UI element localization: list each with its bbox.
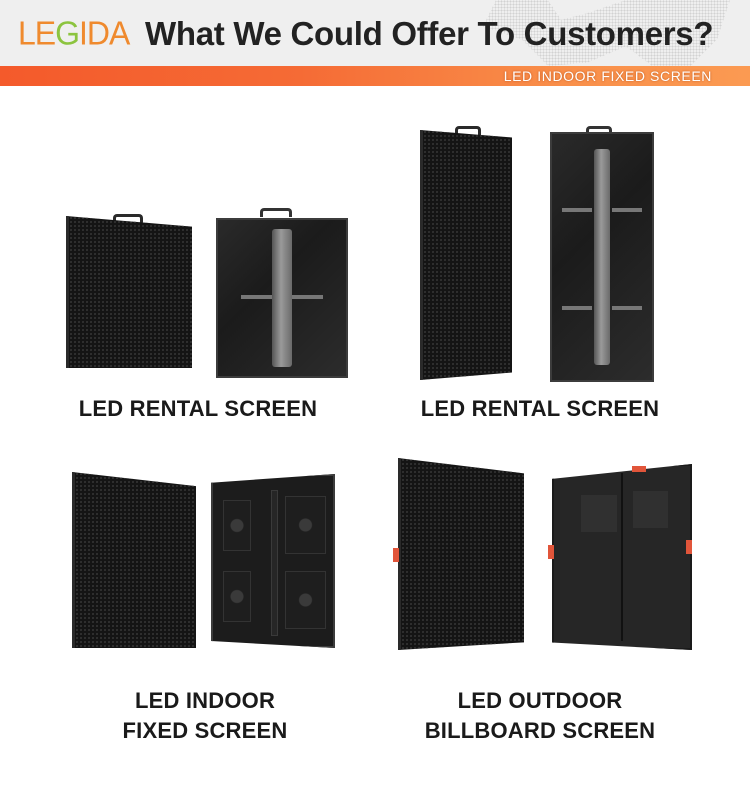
outdoor-billboard-front-image — [398, 458, 524, 650]
carry-handle-icon — [260, 208, 292, 217]
indoor-fixed-back-image — [211, 474, 335, 648]
latch-icon — [686, 540, 692, 554]
carry-handle-icon — [113, 214, 143, 223]
product-label-line2: BILLBOARD SCREEN — [424, 718, 656, 743]
rental-screen-back-image — [216, 218, 348, 378]
product-label: LED RENTAL SCREEN — [420, 396, 660, 421]
rental-tall-back-image — [550, 132, 654, 382]
page-title: What We Could Offer To Customers? — [145, 15, 714, 52]
category-banner: LED INDOOR FIXED SCREEN — [0, 66, 750, 86]
category-subtitle: LED INDOOR FIXED SCREEN — [503, 68, 712, 84]
legida-logo: LEGIDA — [18, 14, 130, 52]
latch-icon — [393, 548, 399, 562]
header-banner: LEGIDA What We Could Offer To Customers? — [0, 0, 750, 66]
latch-icon — [632, 466, 646, 472]
rental-tall-front-image — [420, 130, 512, 380]
product-label-line2: FIXED SCREEN — [122, 718, 288, 743]
carry-handle-icon — [455, 126, 481, 135]
latch-icon — [548, 545, 554, 559]
indoor-fixed-front-image — [72, 472, 196, 648]
rental-screen-front-image — [66, 216, 192, 368]
carry-handle-icon — [586, 126, 612, 135]
product-label-line1: LED INDOOR — [134, 688, 276, 713]
product-label-line1: LED OUTDOOR — [457, 688, 623, 713]
outdoor-billboard-back-image — [552, 464, 692, 650]
product-label: LED RENTAL SCREEN — [78, 396, 318, 421]
